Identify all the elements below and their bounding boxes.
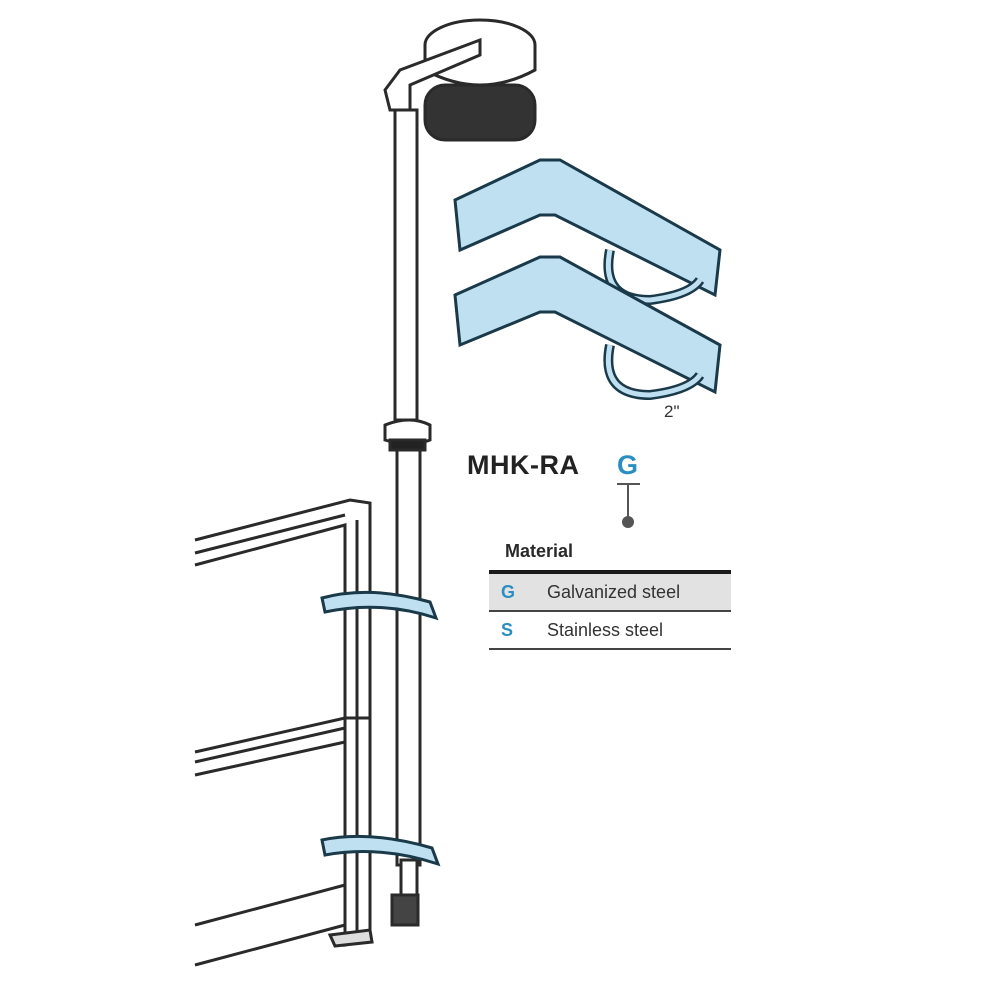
bracket-lower xyxy=(453,255,722,401)
material-code: S xyxy=(501,619,514,640)
table-row: G Galvanized steel xyxy=(489,574,731,610)
handrail xyxy=(194,498,374,967)
dimension-label: 2" xyxy=(664,402,680,421)
bracket-upper xyxy=(453,158,722,306)
material-label: Stainless steel xyxy=(547,619,664,640)
material-table: G Galvanized steel S Stainless steel xyxy=(489,570,731,650)
material-table-title: Material xyxy=(505,541,574,561)
rail-clamp-upper xyxy=(320,590,439,621)
table-top-rule xyxy=(489,570,731,574)
mast-pole xyxy=(383,108,432,927)
model-number: MHK-RA xyxy=(467,450,580,480)
material-code: G xyxy=(501,581,516,602)
table-row: S Stainless steel xyxy=(489,612,731,648)
row-divider xyxy=(489,610,731,612)
material-label: Galvanized steel xyxy=(547,581,681,602)
wind-sensor-head xyxy=(383,18,537,142)
callout-leader xyxy=(617,483,640,528)
row-divider xyxy=(489,648,731,650)
model-option-code: G xyxy=(617,450,639,480)
rail-clamp-lower xyxy=(320,834,441,867)
